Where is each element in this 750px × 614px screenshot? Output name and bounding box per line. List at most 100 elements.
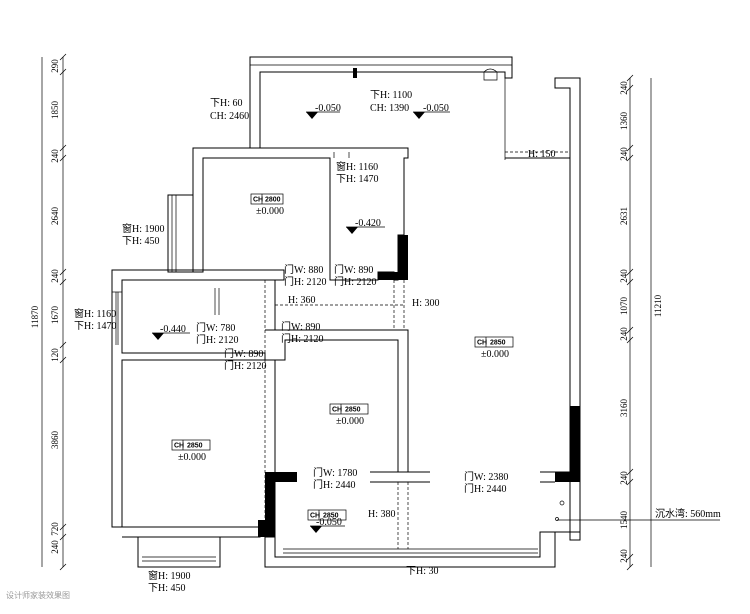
- right-dimension-chain: 240 1360 240 2631 240 1070 240 3160 240 …: [619, 74, 663, 571]
- level-bath-top: -0.420: [355, 218, 381, 229]
- dim-tick: [626, 478, 634, 486]
- watermark: 设计师家装效果图: [6, 590, 70, 600]
- level-entry: -0.050: [316, 517, 342, 528]
- dim-tick: [626, 326, 634, 334]
- note-door-d-h: 门H: 2120: [224, 359, 267, 372]
- note-door-e-w: 门W: 890: [281, 320, 320, 333]
- note-top-xia-h2: 下H: 1100: [370, 90, 412, 101]
- right-dim-6: 240: [619, 327, 629, 341]
- note-bot-xia: 下H: 30: [406, 566, 439, 577]
- note-h150: H: 150: [528, 149, 556, 160]
- ch-label: CH: [477, 340, 487, 347]
- right-dim-7: 3160: [619, 399, 629, 418]
- dim-tick: [626, 468, 634, 476]
- floor-level-middle: ±0.000: [336, 416, 364, 427]
- note-door-a-h: 门H: 2120: [284, 275, 327, 288]
- left-dim-1: 1850: [50, 101, 60, 120]
- left-dim-7: 3860: [50, 431, 60, 450]
- right-dim-2: 240: [619, 147, 629, 161]
- note-top-xia-h: 下H: 60: [210, 98, 243, 109]
- dim-tick: [626, 154, 634, 162]
- note-win-bot-h: 窗H: 1900: [148, 569, 191, 582]
- dim-tick: [626, 336, 634, 344]
- dim-tick: [59, 154, 67, 162]
- left-dim-8: 240: [50, 540, 60, 554]
- note-door-g-w: 门W: 2380: [464, 470, 508, 483]
- note-door-c-h: 门H: 2120: [196, 333, 239, 346]
- left-dimension-chain: 290 1850 240 2640 240 1670 120 3860 240 …: [30, 53, 67, 571]
- level-bath-left: -0.440: [160, 324, 186, 335]
- columns: [258, 68, 580, 537]
- ceiling-tag-living: CH 2850 ±0.000: [474, 336, 514, 360]
- note-win-left-xia: 下H: 450: [122, 236, 160, 247]
- left-dim-5: 1670: [50, 306, 60, 325]
- dim-tick: [626, 144, 634, 152]
- level-balcony-b: -0.050: [423, 103, 449, 114]
- note-door-f-h: 门H: 2440: [313, 478, 356, 491]
- right-dim-8: 240: [619, 471, 629, 485]
- right-dim-10: 240: [619, 549, 629, 563]
- ch-value-upper: 2800: [265, 197, 281, 204]
- dim-tick: [59, 53, 67, 61]
- dim-tick: [59, 68, 67, 76]
- dim-tick: [59, 268, 67, 276]
- left-dim-0: 290: [50, 59, 60, 73]
- dim-tick: [626, 553, 634, 561]
- note-door-f-w: 门W: 1780: [313, 466, 357, 479]
- floor-level-master: ±0.000: [178, 452, 206, 463]
- note-top-ch: CH: 2460: [210, 111, 249, 122]
- water-drop-label: 沉水湾: 560mm: [655, 507, 721, 520]
- note-win-left-h: 窗H: 1900: [122, 222, 165, 235]
- note-h360: H: 360: [288, 295, 316, 306]
- right-dim-3: 2631: [619, 207, 629, 225]
- left-dim-total: 11870: [30, 305, 40, 328]
- left-dim-2: 240: [50, 149, 60, 163]
- note-door-b-h: 门H: 2120: [334, 275, 377, 288]
- dim-tick: [626, 278, 634, 286]
- dim-tick: [59, 144, 67, 152]
- ch-value-middle: 2850: [345, 407, 361, 414]
- ch-label: CH: [332, 407, 342, 414]
- note-h380: H: 380: [368, 509, 396, 520]
- left-dim-4: 240: [50, 269, 60, 283]
- ch-value-entry: 2850: [323, 513, 339, 520]
- note-door-a-w: 门W: 880: [284, 263, 323, 276]
- note-door-c-w: 门W: 780: [196, 321, 235, 334]
- ceiling-tag-upper: CH 2800 ±0.000: [250, 193, 284, 217]
- note-door-d-w: 门W: 890: [224, 347, 263, 360]
- ch-label: CH: [253, 197, 263, 204]
- note-door-b-w: 门W: 890: [334, 263, 373, 276]
- note-top-ch2: CH: 1390: [370, 103, 409, 114]
- level-markers: -0.050 -0.050 -0.420 -0.440 -0.050: [152, 103, 450, 533]
- water-drop-callout: 沉水湾: 560mm: [555, 500, 721, 521]
- ceiling-tag-entry: CH 2850: [307, 509, 347, 521]
- floor-level-upper: ±0.000: [256, 206, 284, 217]
- ch-label: CH: [174, 443, 184, 450]
- dim-tick: [59, 533, 67, 541]
- note-door-g-h: 门H: 2440: [464, 482, 507, 495]
- note-win-bot-xia: 下H: 450: [148, 583, 186, 594]
- note-door-e-h: 门H: 2120: [281, 332, 324, 345]
- right-dim-5: 1070: [619, 297, 629, 316]
- note-h300: H: 300: [412, 298, 440, 309]
- note-win-mid-xia: 下H: 1470: [74, 321, 117, 332]
- dim-tick: [626, 268, 634, 276]
- dim-tick: [626, 84, 634, 92]
- dim-tick: [59, 341, 67, 349]
- dim-tick: [59, 523, 67, 531]
- floor-level-living: ±0.000: [481, 349, 509, 360]
- left-dim-6: 120: [50, 348, 60, 362]
- note-win-top-xia: 下H: 1470: [336, 174, 379, 185]
- dim-tick: [59, 278, 67, 286]
- level-balcony-a: -0.050: [315, 103, 341, 114]
- note-win-mid-h: 窗H: 1160: [74, 307, 116, 320]
- ch-value-living: 2850: [490, 340, 506, 347]
- ceiling-tag-middle: CH 2850 ±0.000: [329, 403, 369, 427]
- dim-tick: [59, 356, 67, 364]
- ch-label: CH: [310, 513, 320, 520]
- right-dim-0: 240: [619, 81, 629, 95]
- right-dim-1: 1360: [619, 112, 629, 131]
- left-dim-9: 720: [50, 522, 60, 536]
- dim-tick: [626, 563, 634, 571]
